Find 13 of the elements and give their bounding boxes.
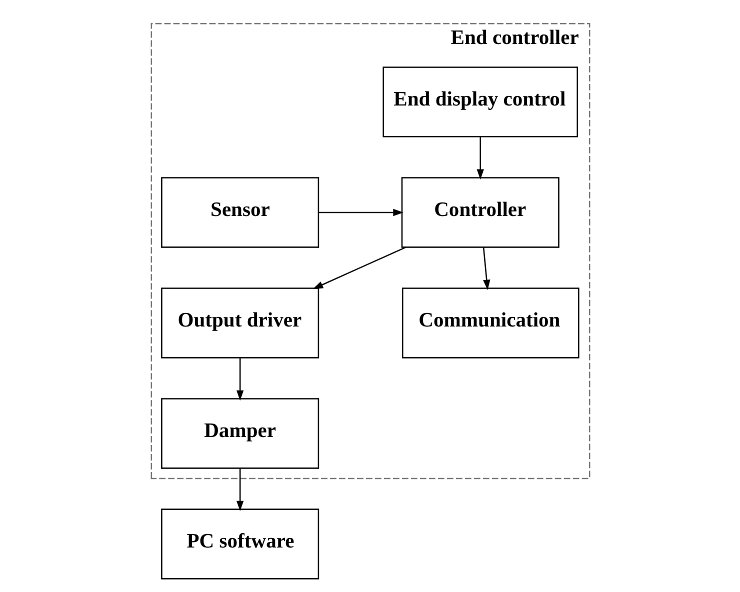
node-box: PC software (160, 508, 319, 580)
node-box: Sensor (160, 177, 319, 248)
node-box: Damper (160, 398, 319, 469)
arrow (236, 358, 244, 401)
arrow (318, 208, 403, 216)
arrow (236, 468, 244, 512)
arrow (476, 136, 484, 180)
arrow (312, 246, 406, 290)
node-box: Output driver (160, 288, 319, 358)
arrow (482, 247, 490, 290)
node-box: End display control (382, 66, 578, 138)
node-box: Controller (400, 177, 559, 248)
node-box: Communication (401, 288, 579, 358)
